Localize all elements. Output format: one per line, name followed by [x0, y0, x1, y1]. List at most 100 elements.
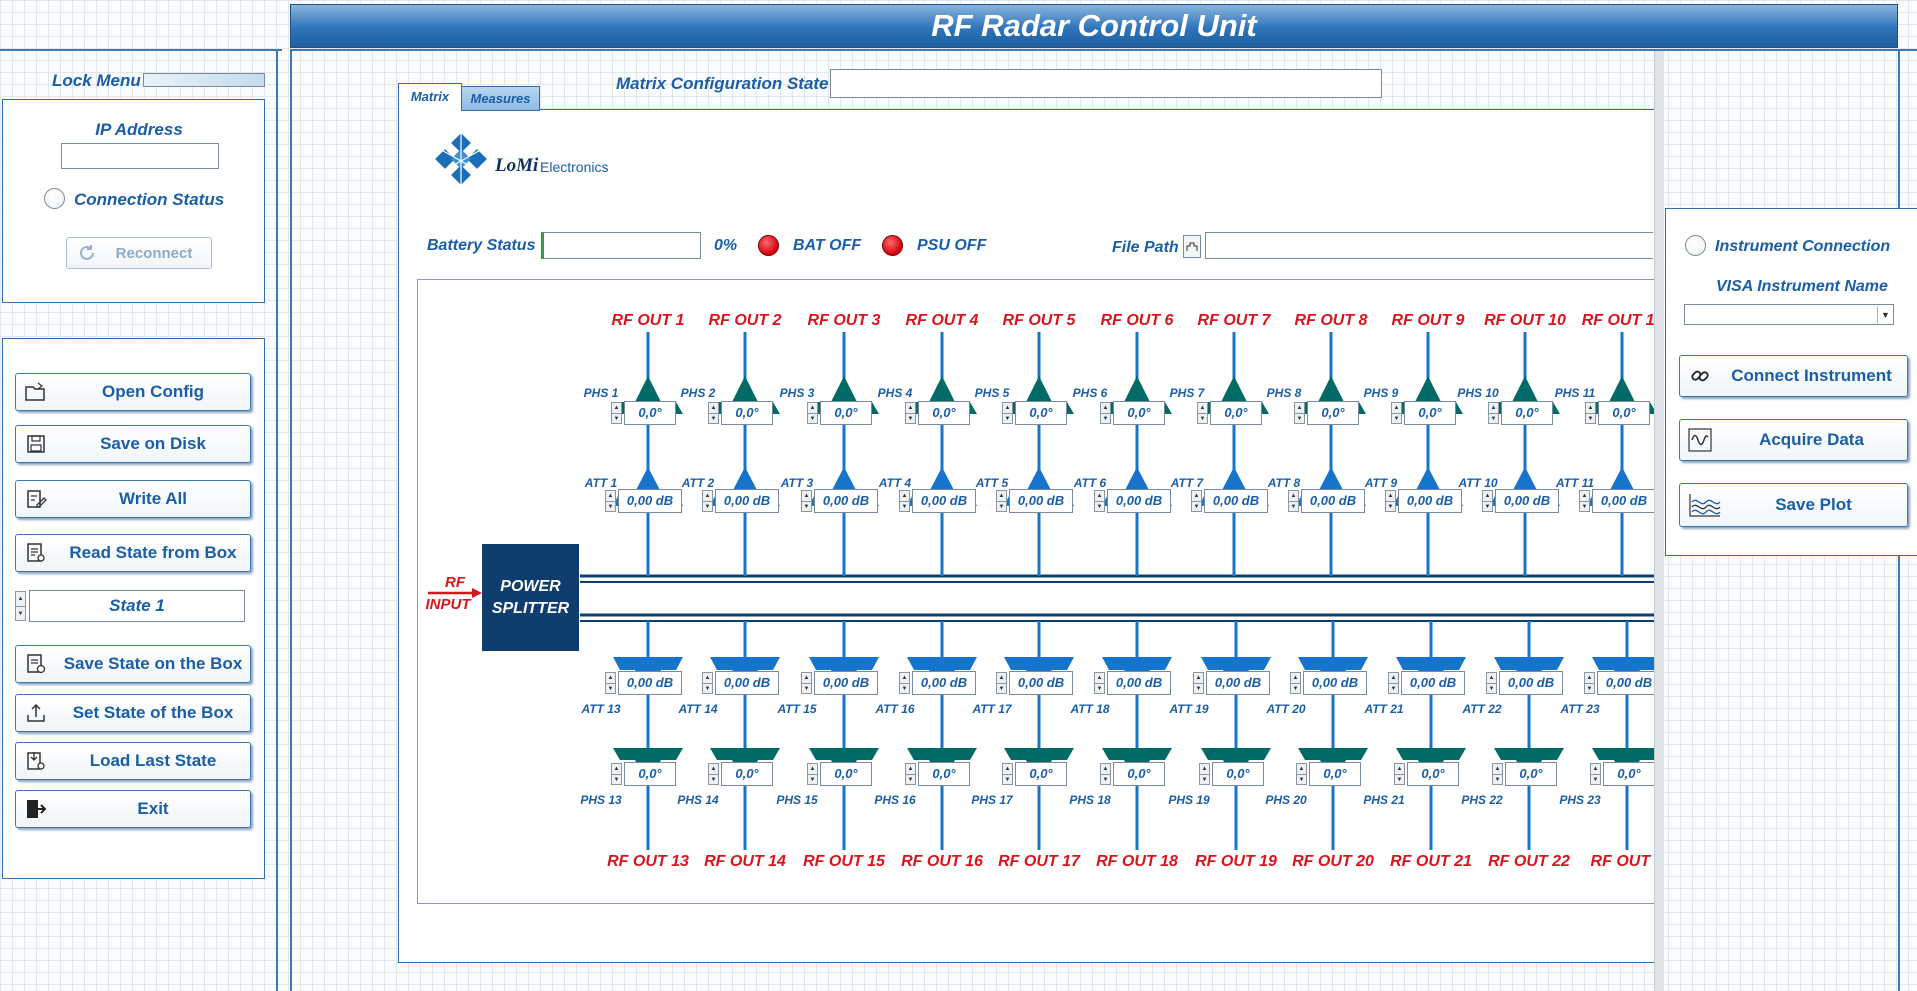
att-spinner[interactable]: ▲▼ [996, 490, 1007, 512]
att-value-field[interactable]: 0,00 dB [1107, 671, 1171, 695]
down-arrow-icon[interactable]: ▼ [1195, 686, 1202, 692]
down-arrow-icon[interactable]: ▼ [1484, 504, 1491, 510]
up-arrow-icon[interactable]: ▲ [1289, 491, 1298, 502]
att-spinner[interactable]: ▲▼ [899, 490, 910, 512]
down-arrow-icon[interactable]: ▼ [809, 777, 816, 783]
phs-spinner[interactable]: ▲▼ [1294, 402, 1305, 424]
up-arrow-icon[interactable]: ▲ [703, 491, 712, 502]
att-value-field[interactable]: 0,00 dB [1107, 489, 1171, 513]
up-arrow-icon[interactable]: ▲ [1297, 764, 1306, 775]
write-all-button[interactable]: Write All [15, 480, 251, 518]
att-value-field[interactable]: 0,00 dB [912, 489, 976, 513]
down-arrow-icon[interactable]: ▼ [1096, 504, 1103, 510]
down-arrow-icon[interactable]: ▼ [1102, 777, 1109, 783]
save-on-disk-button[interactable]: Save on Disk [15, 425, 251, 463]
phs-spinner[interactable]: ▲▼ [1002, 763, 1013, 785]
read-state-button[interactable]: Read State from Box [15, 534, 251, 572]
exit-button[interactable]: Exit [15, 790, 251, 828]
phs-value-field[interactable]: 0,0° [1113, 762, 1165, 786]
down-arrow-icon[interactable]: ▼ [1494, 777, 1501, 783]
up-arrow-icon[interactable]: ▲ [709, 764, 718, 775]
tab-measures[interactable]: Measures [461, 86, 540, 111]
up-arrow-icon[interactable]: ▲ [1291, 673, 1300, 684]
phs-value-field[interactable]: 0,0° [1501, 401, 1553, 425]
up-arrow-icon[interactable]: ▲ [1586, 403, 1595, 414]
up-arrow-icon[interactable]: ▲ [1487, 673, 1496, 684]
up-arrow-icon[interactable]: ▲ [1591, 764, 1600, 775]
phs-value-field[interactable]: 0,0° [1015, 401, 1067, 425]
phs-spinner[interactable]: ▲▼ [807, 763, 818, 785]
phs-spinner[interactable]: ▲▼ [1296, 763, 1307, 785]
att-value-field[interactable]: 0,00 dB [1597, 671, 1654, 695]
down-arrow-icon[interactable]: ▼ [1290, 504, 1297, 510]
up-arrow-icon[interactable]: ▲ [1392, 403, 1401, 414]
up-arrow-icon[interactable]: ▲ [1395, 764, 1404, 775]
phs-spinner[interactable]: ▲▼ [905, 402, 916, 424]
chevron-down-icon[interactable]: ▼ [1877, 306, 1893, 323]
att-spinner[interactable]: ▲▼ [1290, 672, 1301, 694]
up-arrow-icon[interactable]: ▲ [1095, 673, 1104, 684]
att-value-field[interactable]: 0,00 dB [1204, 489, 1268, 513]
att-value-field[interactable]: 0,00 dB [912, 671, 976, 695]
down-arrow-icon[interactable]: ▼ [1396, 777, 1403, 783]
up-arrow-icon[interactable]: ▲ [1095, 491, 1104, 502]
set-state-button[interactable]: Set State of the Box [15, 694, 251, 732]
att-value-field[interactable]: 0,00 dB [814, 489, 878, 513]
phs-value-field[interactable]: 0,0° [1113, 401, 1165, 425]
up-arrow-icon[interactable]: ▲ [1003, 764, 1012, 775]
att-spinner[interactable]: ▲▼ [1193, 672, 1204, 694]
main-scrollbar[interactable] [1654, 51, 1664, 991]
att-spinner[interactable]: ▲▼ [801, 672, 812, 694]
phs-value-field[interactable]: 0,0° [1307, 401, 1359, 425]
att-value-field[interactable]: 0,00 dB [1495, 489, 1559, 513]
down-arrow-icon[interactable]: ▼ [607, 686, 614, 692]
att-spinner[interactable]: ▲▼ [1584, 672, 1595, 694]
down-arrow-icon[interactable]: ▼ [1587, 416, 1594, 422]
down-arrow-icon[interactable]: ▼ [1096, 686, 1103, 692]
visa-dropdown[interactable] [1684, 304, 1894, 325]
att-spinner[interactable]: ▲▼ [1482, 490, 1493, 512]
att-spinner[interactable]: ▲▼ [1385, 490, 1396, 512]
phs-value-field[interactable]: 0,0° [1309, 762, 1361, 786]
phs-spinner[interactable]: ▲▼ [905, 763, 916, 785]
up-arrow-icon[interactable]: ▲ [1580, 491, 1589, 502]
reconnect-button[interactable]: Reconnect [66, 237, 212, 269]
att-spinner[interactable]: ▲▼ [1288, 490, 1299, 512]
up-arrow-icon[interactable]: ▲ [1585, 673, 1594, 684]
att-value-field[interactable]: 0,00 dB [1303, 671, 1367, 695]
att-value-field[interactable]: 0,00 dB [1009, 671, 1073, 695]
phs-value-field[interactable]: 0,0° [721, 762, 773, 786]
att-value-field[interactable]: 0,00 dB [715, 671, 779, 695]
down-arrow-icon[interactable]: ▼ [607, 504, 614, 510]
up-arrow-icon[interactable]: ▲ [1101, 764, 1110, 775]
down-arrow-icon[interactable]: ▼ [613, 777, 620, 783]
down-arrow-icon[interactable]: ▼ [1102, 416, 1109, 422]
connect-instrument-button[interactable]: Connect Instrument [1679, 355, 1908, 397]
down-arrow-icon[interactable]: ▼ [710, 416, 717, 422]
state-field[interactable]: State 1 [29, 590, 245, 622]
down-arrow-icon[interactable]: ▼ [907, 416, 914, 422]
att-value-field[interactable]: 0,00 dB [715, 489, 779, 513]
phs-value-field[interactable]: 0,0° [918, 762, 970, 786]
phs-spinner[interactable]: ▲▼ [611, 402, 622, 424]
up-arrow-icon[interactable]: ▲ [802, 491, 811, 502]
up-arrow-icon[interactable]: ▲ [1386, 491, 1395, 502]
phs-spinner[interactable]: ▲▼ [1100, 763, 1111, 785]
down-arrow-icon[interactable]: ▼ [998, 686, 1005, 692]
save-plot-button[interactable]: Save Plot [1679, 483, 1908, 527]
up-arrow-icon[interactable]: ▲ [1493, 764, 1502, 775]
phs-spinner[interactable]: ▲▼ [1002, 402, 1013, 424]
up-arrow-icon[interactable]: ▲ [997, 673, 1006, 684]
att-spinner[interactable]: ▲▼ [605, 490, 616, 512]
phs-spinner[interactable]: ▲▼ [611, 763, 622, 785]
tab-matrix[interactable]: Matrix [398, 83, 462, 111]
phs-value-field[interactable]: 0,0° [1505, 762, 1557, 786]
phs-spinner[interactable]: ▲▼ [1585, 402, 1596, 424]
phs-spinner[interactable]: ▲▼ [1394, 763, 1405, 785]
phs-value-field[interactable]: 0,0° [820, 401, 872, 425]
att-spinner[interactable]: ▲▼ [1094, 672, 1105, 694]
up-arrow-icon[interactable]: ▲ [1489, 403, 1498, 414]
att-spinner[interactable]: ▲▼ [1388, 672, 1399, 694]
phs-spinner[interactable]: ▲▼ [708, 763, 719, 785]
down-arrow-icon[interactable]: ▼ [809, 416, 816, 422]
